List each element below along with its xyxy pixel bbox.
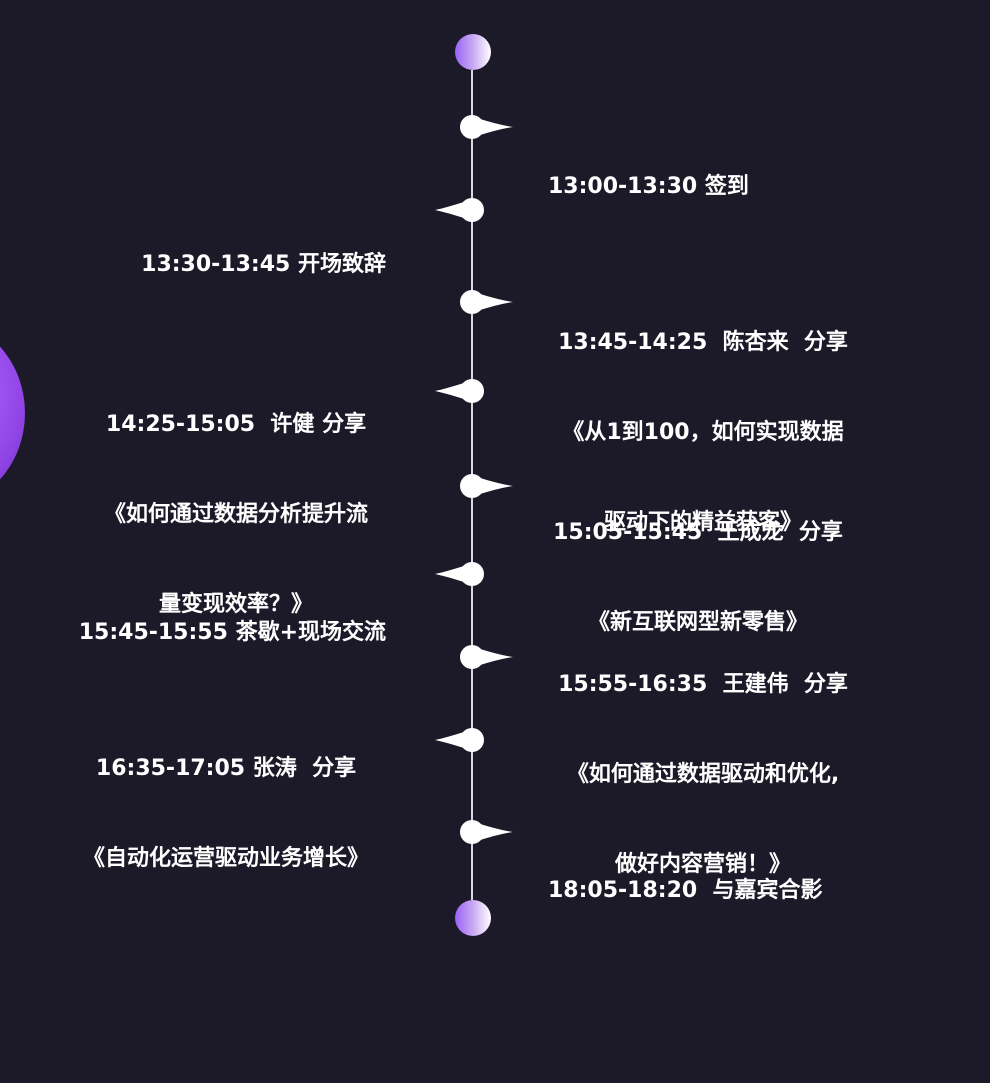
event-line: 量变现效率？》 xyxy=(158,592,313,617)
event-line: 驱动下的精益获客》 xyxy=(603,510,802,535)
timeline-marker-right xyxy=(459,288,539,316)
event-talk-chen: 13:45-14:25 陈杏来 分享 《从1到100，如何实现数据 驱动下的精益… xyxy=(548,268,858,598)
event-line: 14:25-15:05 许健 分享 xyxy=(105,412,367,437)
timeline-marker-left xyxy=(433,196,513,224)
event-line: 13:30-13:45 开场致辞 xyxy=(141,252,386,277)
timeline-marker-right xyxy=(459,643,539,671)
event-line: 15:05-15:45 王成龙 分享 xyxy=(553,520,843,545)
event-talk-wang-chenglong: 15:05-15:45 王成龙 分享 《新互联网型新零售》 xyxy=(548,458,848,698)
event-talk-xu: 14:25-15:05 许健 分享 《如何通过数据分析提升流 量变现效率？》 xyxy=(86,350,386,680)
timeline-marker-left xyxy=(433,560,513,588)
event-line: 13:45-14:25 陈杏来 分享 xyxy=(558,330,848,355)
decorative-orb xyxy=(0,318,25,508)
timeline-end-dot xyxy=(455,900,491,936)
event-line: 16:35-17:05 张涛 分享 xyxy=(95,756,357,781)
event-line: 《如何通过数据分析提升流 xyxy=(103,502,368,527)
timeline-marker-right xyxy=(459,472,539,500)
event-line: 13:00-13:30 签到 xyxy=(548,174,749,199)
event-tea-break: 15:45-15:55 茶歇+现场交流 xyxy=(79,558,386,708)
timeline-marker-left xyxy=(433,726,513,754)
event-group-photo: 18:05-18:20 与嘉宾合影 xyxy=(548,816,823,966)
event-talk-wang-jianwei: 15:55-16:35 王建伟 分享 《如何通过数据驱动和优化, 做好内容营销！… xyxy=(548,610,858,940)
event-line: 《新互联网型新零售》 xyxy=(587,610,808,635)
event-opening: 13:30-13:45 开场致辞 xyxy=(141,190,386,340)
event-line: 15:55-16:35 王建伟 分享 xyxy=(558,672,848,697)
event-line: 18:05-18:20 与嘉宾合影 xyxy=(548,878,823,903)
event-line: 做好内容营销！》 xyxy=(614,852,791,877)
event-line: 《从1到100，如何实现数据 xyxy=(562,420,844,445)
timeline-start-dot xyxy=(455,34,491,70)
timeline-marker-left xyxy=(433,377,513,405)
timeline-marker-right xyxy=(459,818,539,846)
event-checkin: 13:00-13:30 签到 xyxy=(548,112,749,262)
event-line: 15:45-15:55 茶歇+现场交流 xyxy=(78,620,386,645)
timeline-marker-right xyxy=(459,113,539,141)
event-line: 《如何通过数据驱动和优化, xyxy=(566,762,840,787)
event-line: 《自动化运营驱动业务增长》 xyxy=(82,846,369,871)
event-talk-zhang: 16:35-17:05 张涛 分享 《自动化运营驱动业务增长》 xyxy=(66,694,386,934)
